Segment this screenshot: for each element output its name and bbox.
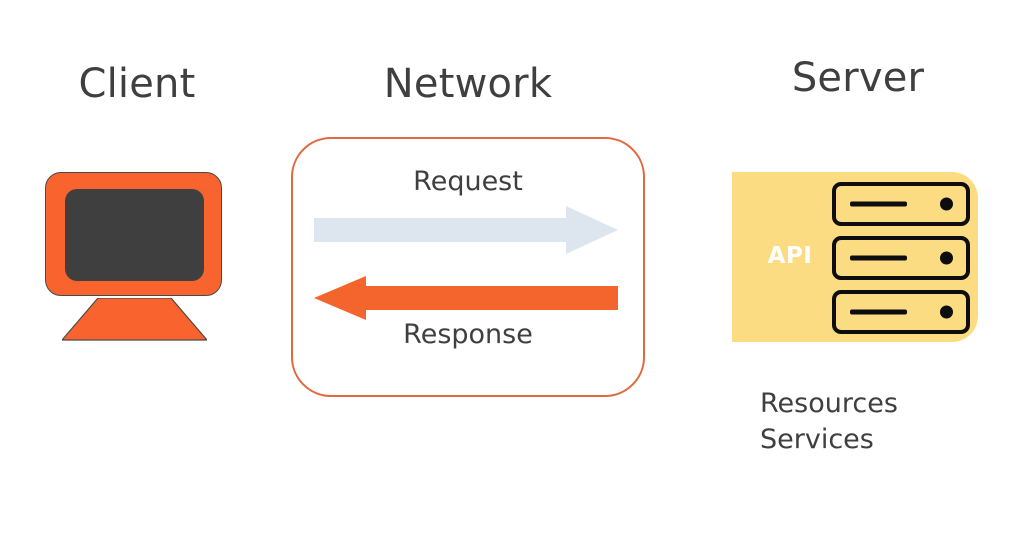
- response-arrow-icon: [314, 276, 618, 320]
- server-rack-stack: [832, 182, 970, 334]
- monitor-screen: [65, 189, 204, 281]
- monitor-frame: [45, 172, 222, 296]
- client-heading: Client: [78, 61, 196, 107]
- request-label: Request: [413, 166, 523, 197]
- rack-unit-1: [832, 182, 970, 226]
- rack-slot-line-icon: [850, 255, 907, 261]
- rack-unit-2: [832, 236, 970, 280]
- rack-indicator-dot-icon: [940, 251, 953, 265]
- network-heading: Network: [383, 61, 553, 107]
- rack-slot-line-icon: [850, 309, 907, 315]
- request-arrow-icon: [314, 206, 618, 254]
- server-caption: Resources Services: [760, 386, 1020, 458]
- network-boundary-box: [291, 137, 645, 397]
- server-heading: Server: [791, 55, 925, 101]
- monitor-stand-icon: [62, 298, 207, 341]
- rack-slot-line-icon: [850, 201, 907, 207]
- rack-indicator-dot-icon: [940, 197, 953, 211]
- client-monitor-icon: [20, 165, 250, 350]
- response-label: Response: [403, 319, 533, 350]
- server-caption-line-2: Services: [760, 424, 874, 455]
- rack-unit-3: [832, 290, 970, 334]
- rack-indicator-dot-icon: [940, 305, 953, 319]
- api-label: API: [767, 243, 813, 269]
- server-caption-line-1: Resources: [760, 388, 898, 419]
- server-icon-group: API: [732, 172, 982, 347]
